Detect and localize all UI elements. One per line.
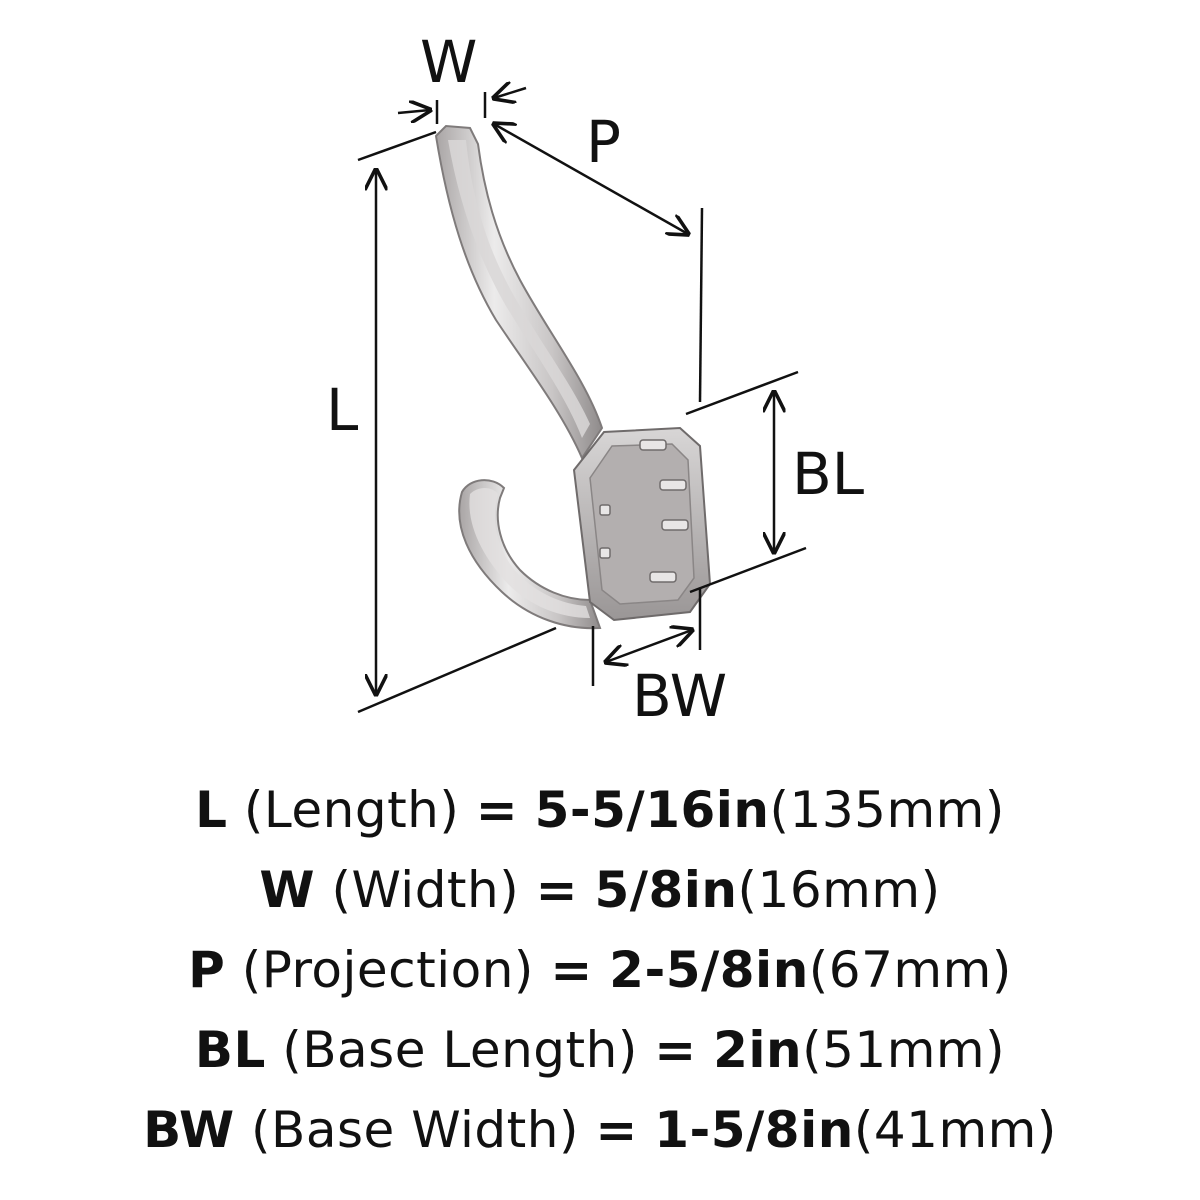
w-arrow-right [494,88,527,98]
bw-arrow [606,630,692,662]
label-bl: BL [792,440,864,508]
spec-length: L (Length) = 5-5/16in(135mm) [0,770,1200,850]
label-p: P [586,108,621,176]
l-extension-bottom [357,626,557,714]
hook-upper-arm-face [448,140,590,438]
dimension-spec-list: L (Length) = 5-5/16in(135mm) W (Width) =… [0,770,1200,1170]
spec-code: P [188,941,226,999]
p-arrow [494,124,688,234]
hook-lower-curl-face [469,488,590,618]
dimension-lines [357,88,807,714]
spec-base-width: BW (Base Width) = 1-5/8in(41mm) [0,1090,1200,1170]
bl-extension-top [685,370,799,416]
spec-code: L [195,781,228,839]
hook-dimension-diagram: W P L BL BW [326,28,864,730]
l-extension-top [357,130,437,162]
label-bw: BW [632,662,727,730]
spec-name: (Length) [243,781,460,839]
spec-name: (Width) [331,861,520,919]
spec-base-length: BL (Base Length) = 2in(51mm) [0,1010,1200,1090]
w-arrow-left [397,110,430,113]
spec-code: W [259,861,316,919]
spec-mm: (16mm) [737,861,941,919]
spec-width: W (Width) = 5/8in(16mm) [0,850,1200,930]
spec-code: BL [194,1021,266,1079]
spec-code: BW [143,1101,235,1159]
spec-equals: = [535,861,579,919]
spec-equals: = [475,781,519,839]
spec-name: (Base Length) [282,1021,638,1079]
label-w: W [420,28,477,96]
base-mounting-pegs [599,439,689,583]
spec-name: (Base Width) [251,1101,579,1159]
spec-equals: = [595,1101,638,1159]
spec-mm: (67mm) [808,941,1012,999]
spec-mm: (135mm) [769,781,1005,839]
spec-name: (Projection) [241,941,534,999]
spec-mm: (41mm) [853,1101,1057,1159]
p-extension [698,207,704,403]
spec-mm: (51mm) [802,1021,1006,1079]
spec-inches: 5/8in [594,861,738,919]
spec-inches: 2-5/8in [609,941,809,999]
spec-equals: = [654,1021,697,1079]
coat-hook-illustration [434,124,712,630]
bl-extension-bottom [689,546,807,594]
spec-inches: 5-5/16in [534,781,770,839]
spec-inches: 2in [713,1021,803,1079]
label-l: L [326,376,358,444]
spec-projection: P (Projection) = 2-5/8in(67mm) [0,930,1200,1010]
spec-equals: = [550,941,593,999]
spec-inches: 1-5/8in [654,1101,854,1159]
